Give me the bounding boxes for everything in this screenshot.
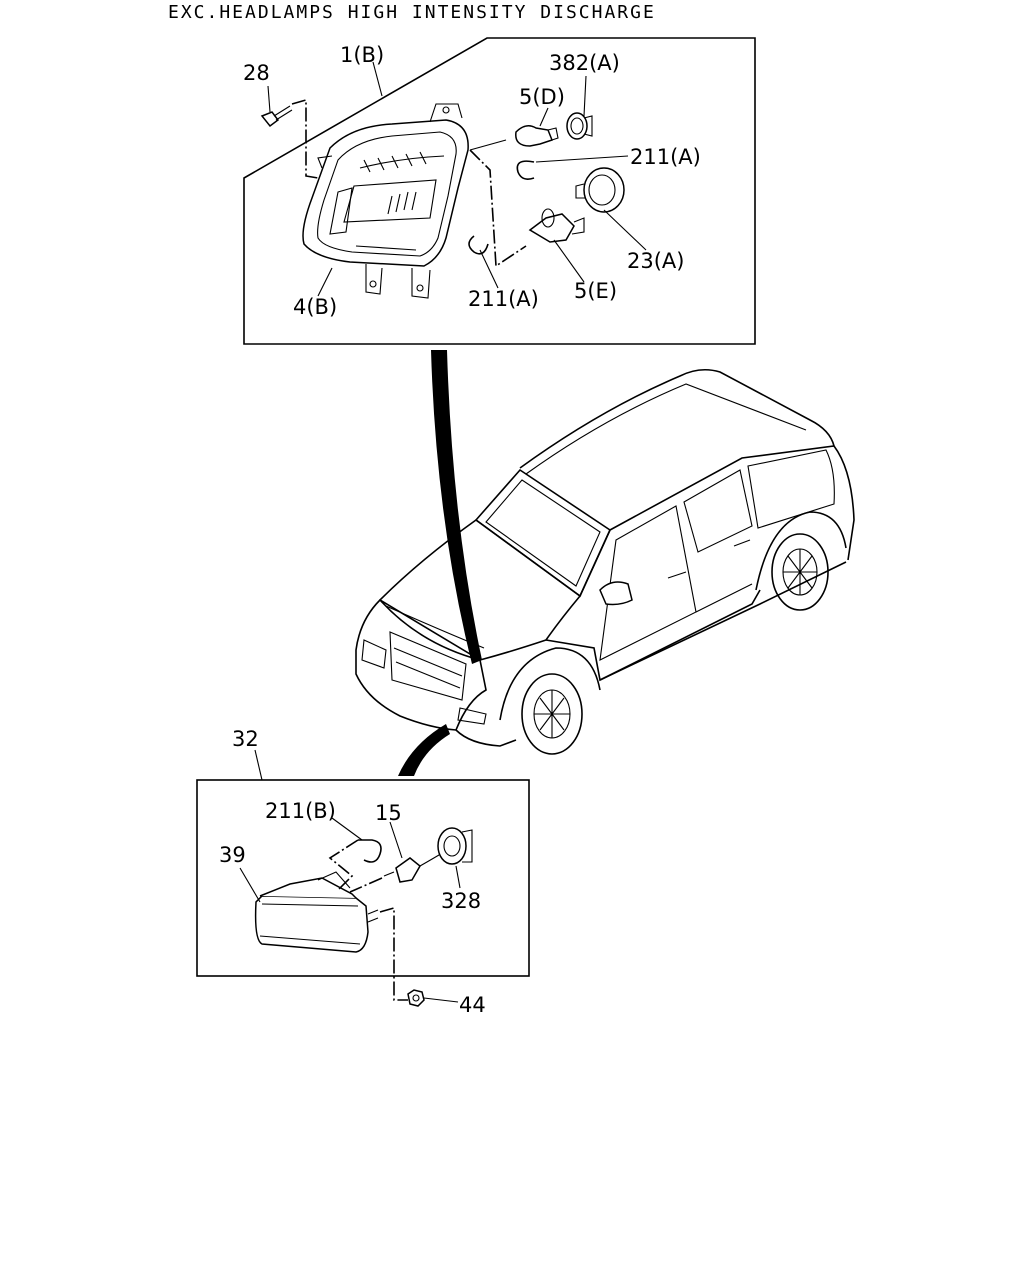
screw-28-drawing	[260, 105, 293, 128]
callout-211a-lower: 211(A)	[468, 287, 539, 311]
fog-clip-dash	[328, 839, 359, 891]
callout-23a: 23(A)	[627, 249, 684, 273]
foglamp-pointer	[398, 724, 450, 776]
bulb-5e-drawing	[528, 208, 585, 243]
lower-leader-lines	[239, 749, 461, 1003]
callout-211a-upper: 211(A)	[630, 145, 701, 169]
bulb-cap-23a-drawing	[575, 167, 625, 213]
callout-211b: 211(B)	[265, 799, 336, 823]
fog-bulb-drawing	[383, 851, 445, 883]
bulb-5d-drawing	[515, 125, 559, 147]
fog-clip-drawing	[358, 839, 382, 863]
bulb-guide-dash	[469, 149, 527, 268]
headlamp-pointer	[431, 350, 482, 664]
headlamp-unit-drawing	[302, 103, 469, 299]
fog-bulb-guide	[349, 877, 383, 893]
callout-1b: 1(B)	[340, 43, 384, 67]
fog-lamp-unit-drawing	[254, 871, 379, 953]
callout-4b: 4(B)	[293, 295, 337, 319]
foglamp-detail-frame	[196, 779, 530, 977]
callout-32: 32	[232, 727, 259, 751]
screw-leader-dash	[291, 98, 319, 179]
suv-vehicle-drawing	[355, 368, 855, 755]
headlamp-detail-frame	[243, 37, 756, 345]
housing-outline-dash	[469, 139, 507, 151]
clip-lower-drawing	[468, 235, 489, 255]
fog-socket-drawing	[437, 827, 473, 865]
callout-5d: 5(D)	[519, 85, 565, 109]
clip-upper-drawing	[516, 160, 535, 180]
callout-44: 44	[459, 993, 486, 1017]
callout-28: 28	[243, 61, 270, 85]
callout-5e: 5(E)	[574, 279, 617, 303]
nut-leader-dash	[379, 906, 408, 1001]
callout-382a: 382(A)	[549, 51, 620, 75]
socket-382a-drawing	[566, 112, 593, 140]
nut-44-drawing	[407, 989, 425, 1007]
upper-leader-lines	[267, 61, 647, 297]
callout-39: 39	[219, 843, 246, 867]
callout-328: 328	[441, 889, 481, 913]
page-title: EXC.HEADLAMPS HIGH INTENSITY DISCHARGE	[168, 2, 656, 23]
callout-15: 15	[375, 801, 402, 825]
